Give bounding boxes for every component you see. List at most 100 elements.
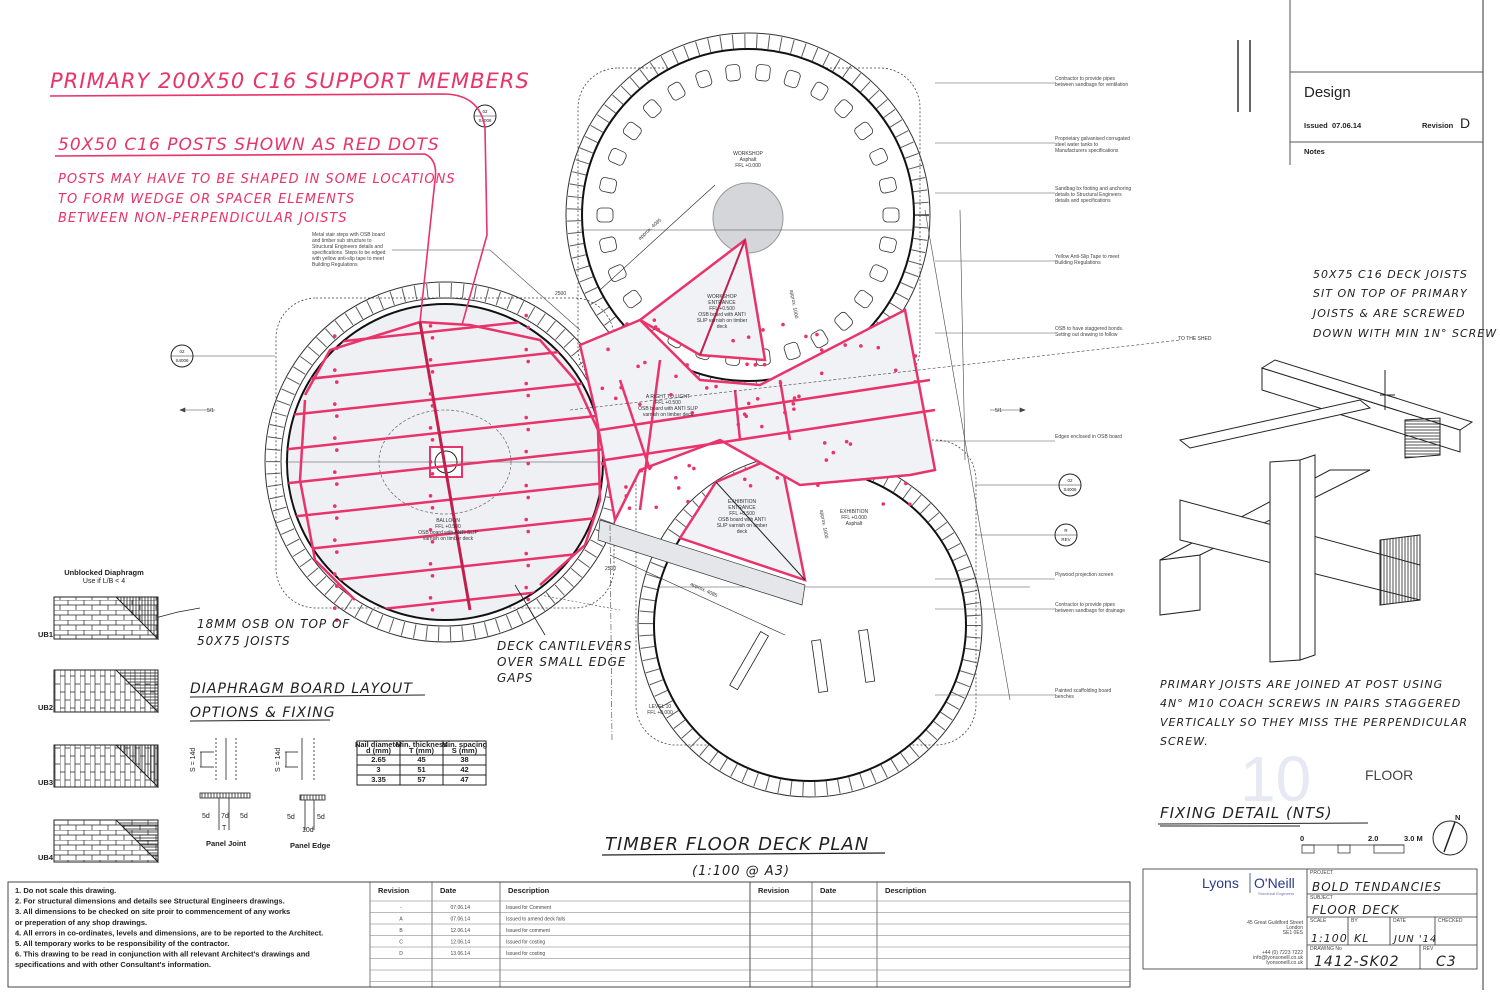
post-dot (428, 392, 433, 396)
project-label: PROJECT (1310, 870, 1333, 876)
revision-cell: D (399, 951, 403, 957)
exhibition-entrance-finish-2: SLIP varnish on timber (717, 523, 768, 529)
exhibition-benches (729, 629, 876, 693)
planter (854, 289, 874, 309)
nail-spacing-labels: S = 14d S = 14d 5d 7d 5d T Panel Joint 5… (190, 748, 330, 850)
arrow-label-right: 5/1 (995, 408, 1002, 414)
section-marker[interactable]: 02 S4006 (170, 344, 275, 368)
planter (599, 236, 618, 253)
planter (622, 121, 642, 141)
diaphragm-panel-label: UB2 (38, 703, 53, 712)
design-stage: Design (1304, 84, 1351, 101)
planter (608, 148, 627, 166)
panel-edge-label: Panel Edge (290, 841, 330, 850)
post-dot (690, 410, 695, 415)
post-dot (643, 360, 647, 365)
post-dot (524, 517, 528, 522)
exhibition-ramp (597, 519, 806, 606)
post-dot (731, 338, 735, 343)
callout-text: benches (1055, 694, 1074, 700)
scale-value: 1:100 (1311, 932, 1348, 945)
post-dot (743, 477, 747, 482)
diaphragm-panel-label: UB3 (38, 778, 53, 787)
post-dot (881, 502, 886, 506)
posts-note-line-1: POSTS MAY HAVE TO BE SHAPED IN SOME LOCA… (58, 172, 456, 187)
nail-table-header: S (mm) (452, 746, 478, 755)
nail-table-cell: 45 (417, 755, 425, 764)
north-arrow-icon: N (1432, 813, 1468, 856)
right-to-light-ffl: FFL +0.500 (655, 400, 681, 406)
post-dot (648, 465, 653, 469)
workshop-entrance-finish-2: SLIP varnish on timber (697, 318, 748, 324)
general-note: specifications and with other Consultant… (15, 960, 211, 969)
post-dot (526, 393, 530, 398)
primary-joist (287, 514, 603, 554)
section-marker[interactable]: R REV (975, 523, 1078, 547)
post-dot (685, 363, 689, 367)
revision-label: Revision (1422, 121, 1454, 130)
revision-cell: 12.06.14 (451, 928, 471, 934)
diaphragm-hatch (114, 669, 159, 714)
exhibition-entrance-finish-3: deck (737, 529, 748, 535)
drawing-revision: C3 (1436, 954, 1457, 970)
posts-note-line-3: BETWEEN NON-PERPENDICULAR JOISTS (58, 211, 348, 226)
posts-note-line-2: TO FORM WEDGE OR SPACER ELEMENTS (58, 192, 355, 207)
general-note: 1. Do not scale this drawing. (15, 886, 116, 895)
post-dot (745, 362, 749, 366)
planter (622, 289, 642, 309)
callout-text: details to Structural Engineers (1055, 192, 1122, 198)
workshop-surface: Asphalt (740, 157, 757, 163)
post-dot (792, 396, 797, 400)
primary-joist (287, 480, 603, 520)
post-dot (843, 343, 847, 347)
post-dot (430, 574, 435, 578)
nail-table-cell: 2.65 (371, 755, 386, 764)
right-to-light-label: A RIGHT TO LIGHT (646, 394, 690, 400)
general-note: 3. All dimensions to be checked on site … (15, 907, 290, 916)
post-dot (526, 495, 530, 500)
planter (596, 207, 614, 223)
post-dot (913, 354, 918, 358)
post-dot (430, 404, 435, 408)
exhibition-ffl: FFL +0.000 (841, 515, 867, 521)
metal-stairs-line: specifications. Steps to be edged (312, 250, 386, 256)
cantilever-note-line-2: OVER SMALL EDGE (497, 655, 626, 669)
post-dot (746, 401, 751, 406)
balloon-main-beam (418, 321, 472, 611)
post-dot (654, 505, 659, 510)
general-note: 5. All temporary works to be responsibil… (15, 939, 229, 948)
primary-members-note: PRIMARY 200X50 C16 SUPPORT MEMBERS (50, 69, 530, 93)
post-dot (335, 584, 339, 588)
post-dot (526, 563, 530, 568)
section-marker[interactable]: 02 S4006 (975, 473, 1082, 497)
section-marker-top: 02 (482, 109, 488, 114)
revision-cell: C (399, 940, 403, 946)
ink-annotations: 18MM OSB ON TOP OF 50X75 JOISTS DECK CAN… (139, 268, 1496, 879)
nail-table-header: Min. thickness (396, 740, 448, 749)
post-dot (524, 551, 528, 556)
project-name: BOLD TENDANCIES (1312, 880, 1442, 894)
drawing-date: JUN '14 (1392, 934, 1437, 945)
post-dot (775, 476, 780, 480)
planter (869, 264, 888, 282)
section-marker-bottom: S4006 (478, 118, 492, 123)
post-dot (652, 318, 657, 322)
post-dot (822, 441, 827, 445)
post-dot (669, 392, 673, 397)
scale-bar: 0 2.0 3.0 M (1160, 825, 1423, 854)
primary-joist (287, 412, 603, 452)
post-dot (524, 449, 528, 454)
balloon-plan: BALLOON FFL +0.500 OSB board with ANTI S… (264, 281, 626, 643)
company-name-a: Lyons (1202, 875, 1239, 891)
nail-table-header: Nail diameter (355, 740, 402, 749)
post-dot (526, 427, 530, 432)
post-dot (778, 380, 783, 385)
floor-number-watermark: 10 (1240, 743, 1311, 815)
post-dot (430, 336, 435, 340)
diaphragm-title-line-2: OPTIONS & FIXING (190, 705, 336, 721)
post-dot (781, 322, 785, 327)
balloon-ffl: FFL +0.500 (435, 524, 461, 530)
